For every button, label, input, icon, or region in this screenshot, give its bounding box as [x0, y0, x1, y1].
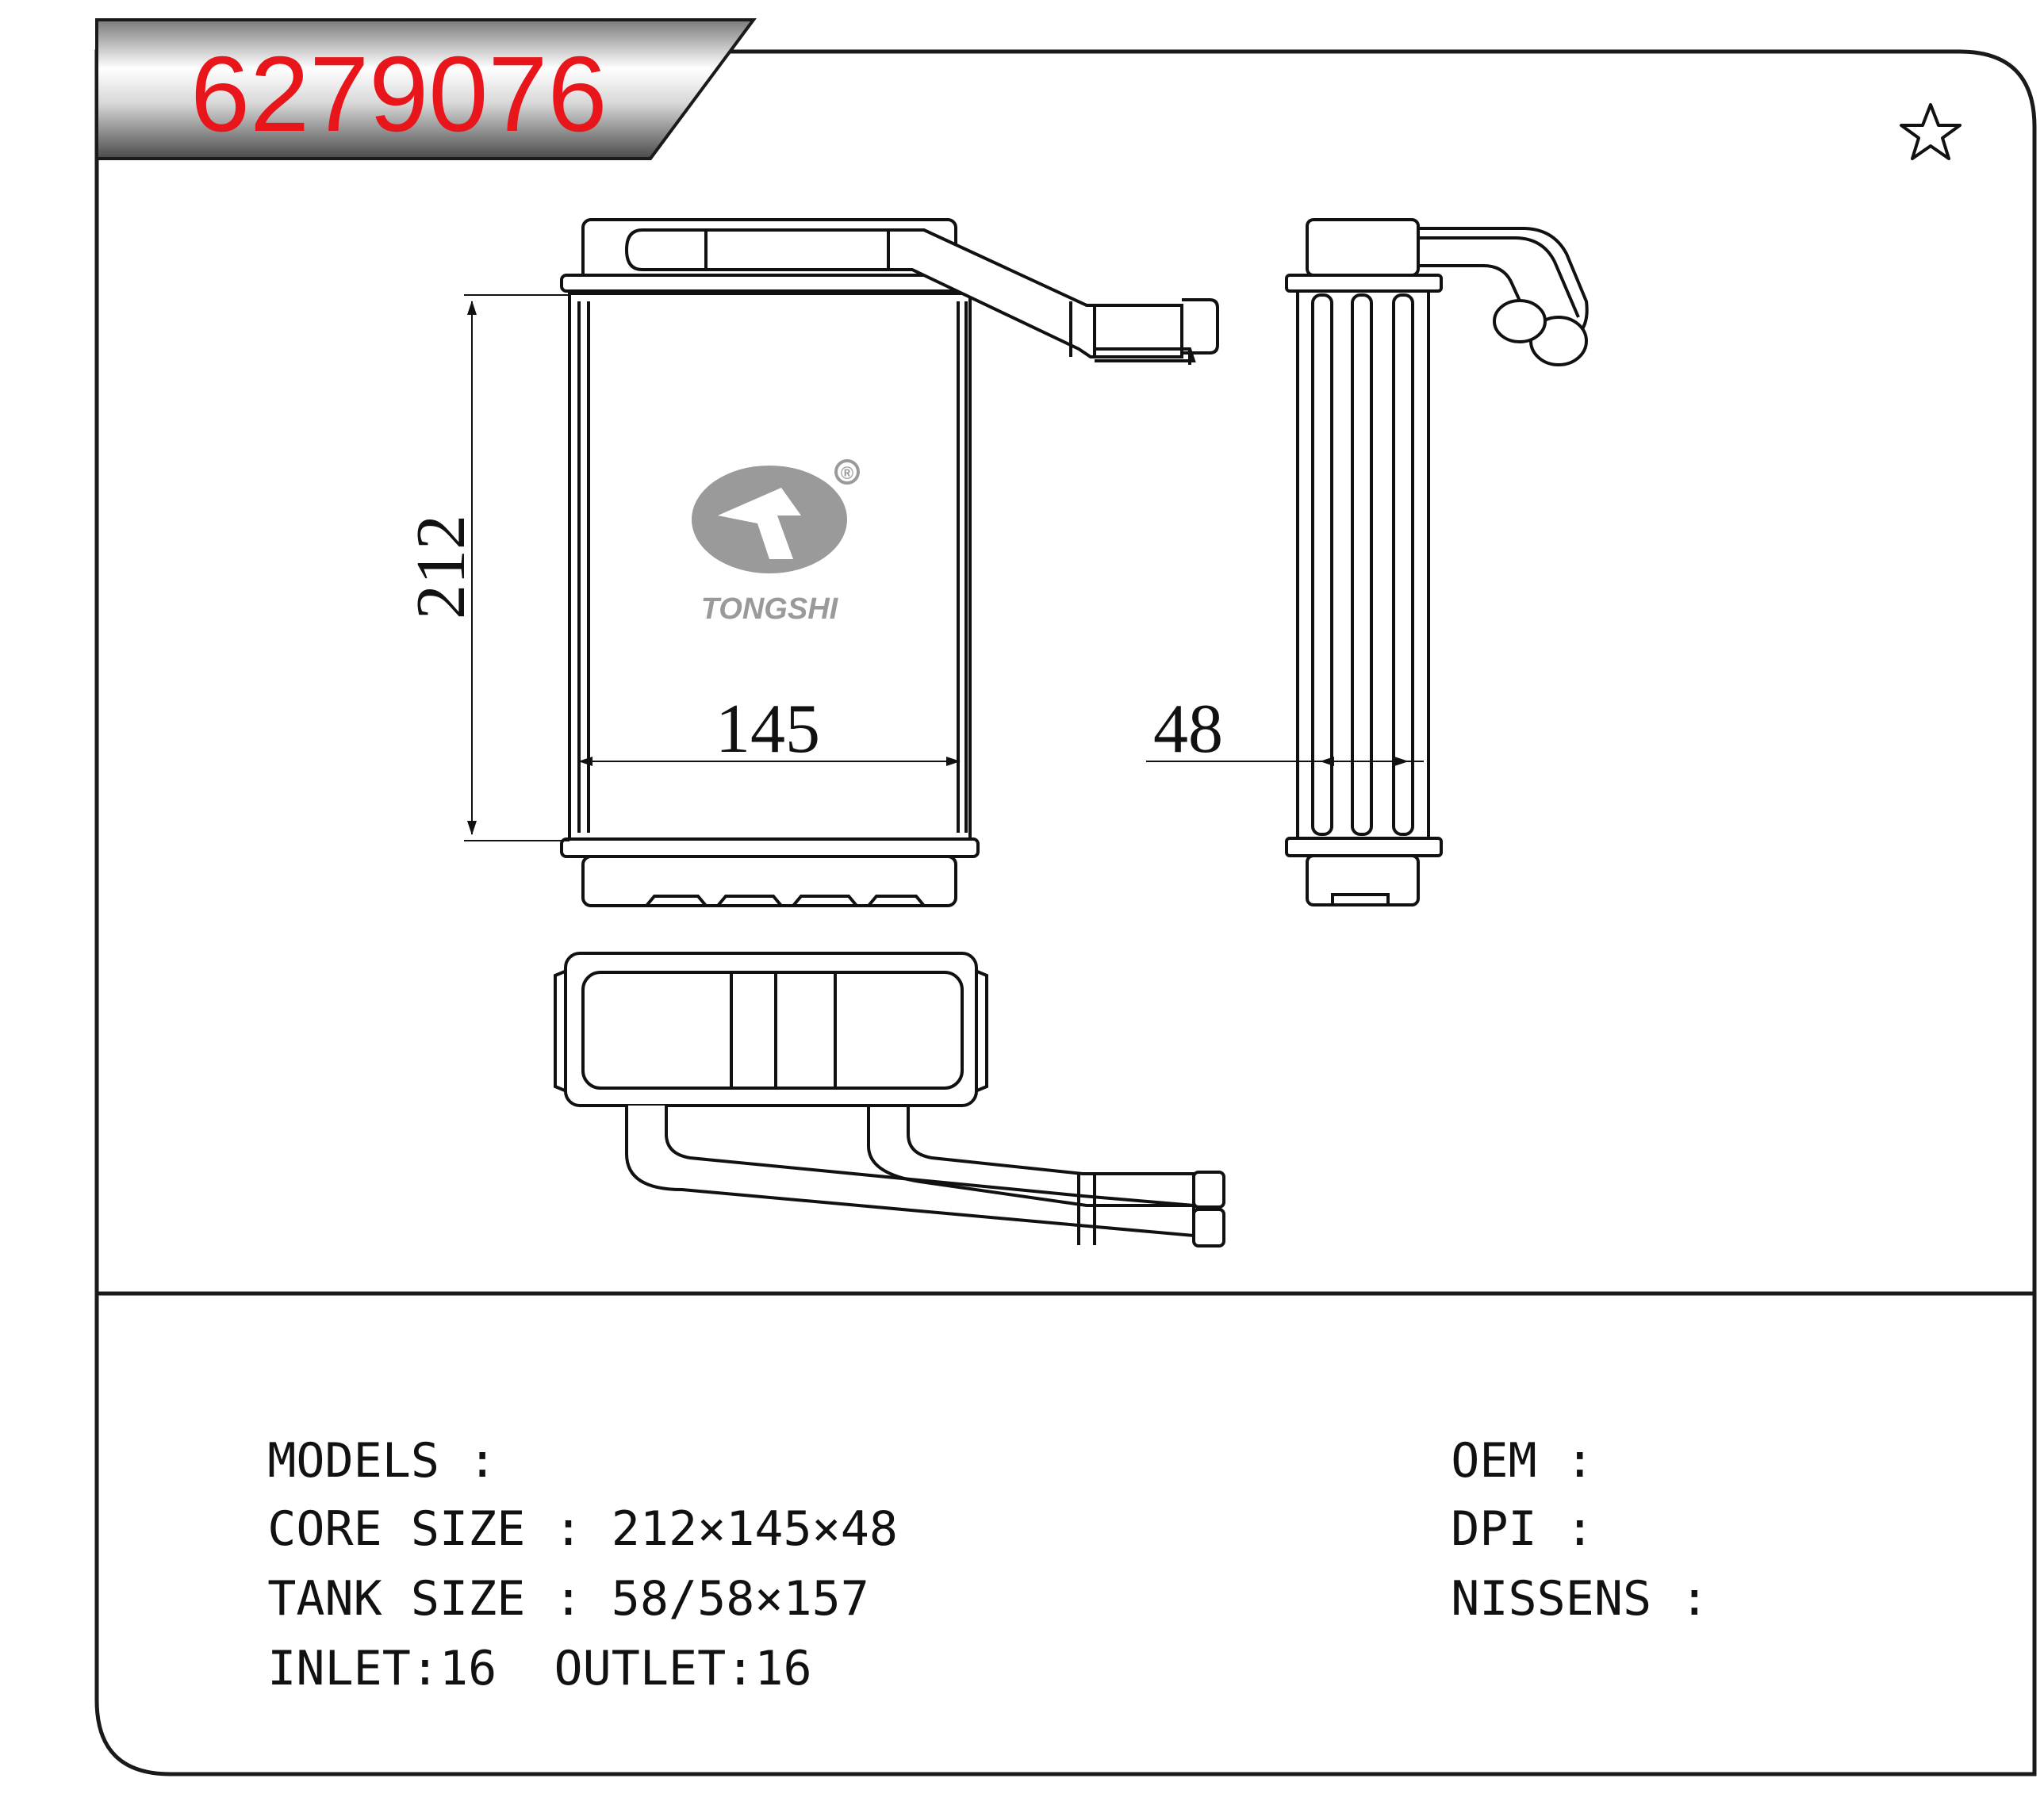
- logo-wordmark: TONGSHI: [701, 592, 839, 626]
- oem-label: OEM :: [1451, 1433, 1594, 1489]
- spec-nissens: NISSENS :: [1394, 1527, 1708, 1623]
- tank-size-value: 58/58×157: [611, 1571, 869, 1627]
- top-view: [554, 952, 1225, 1248]
- core-size-value: 212×145×48: [611, 1501, 898, 1557]
- nissens-label: NISSENS :: [1451, 1571, 1709, 1627]
- spec-dpi: DPI :: [1394, 1458, 1594, 1553]
- outlet-label: OUTLET:: [554, 1641, 755, 1696]
- dimension-width-label: 145: [715, 691, 820, 768]
- outlet-value: 16: [754, 1641, 812, 1696]
- tank-size-label: TANK SIZE :: [267, 1571, 612, 1627]
- part-number-tab: 6279076: [95, 18, 757, 160]
- models-label: MODELS :: [267, 1433, 497, 1489]
- registered-mark: ®: [841, 463, 853, 483]
- inlet-label: INLET:: [267, 1641, 439, 1696]
- spec-oem: OEM :: [1394, 1389, 1594, 1485]
- front-view: [464, 218, 1219, 907]
- spec-core-size: CORE SIZE : 212×145×48: [210, 1458, 898, 1553]
- spec-tank-size: TANK SIZE : 58/58×157: [210, 1527, 869, 1623]
- star-outline-icon[interactable]: [1900, 103, 1962, 160]
- spec-inlet-outlet: INLET:16 OUTLET:16: [210, 1597, 811, 1692]
- dimension-depth-label: 48: [1153, 691, 1223, 768]
- part-number: 6279076: [190, 34, 608, 154]
- spec-models: MODELS :: [210, 1389, 497, 1485]
- core-size-label: CORE SIZE :: [267, 1501, 612, 1557]
- dimension-height-label: 212: [403, 515, 480, 619]
- tongshi-logo: ® TONGSHI: [692, 459, 860, 626]
- inlet-value: 16: [439, 1641, 497, 1696]
- side-view: [1146, 218, 1589, 906]
- dpi-label: DPI :: [1451, 1501, 1594, 1557]
- sheet-border: [94, 49, 2037, 1776]
